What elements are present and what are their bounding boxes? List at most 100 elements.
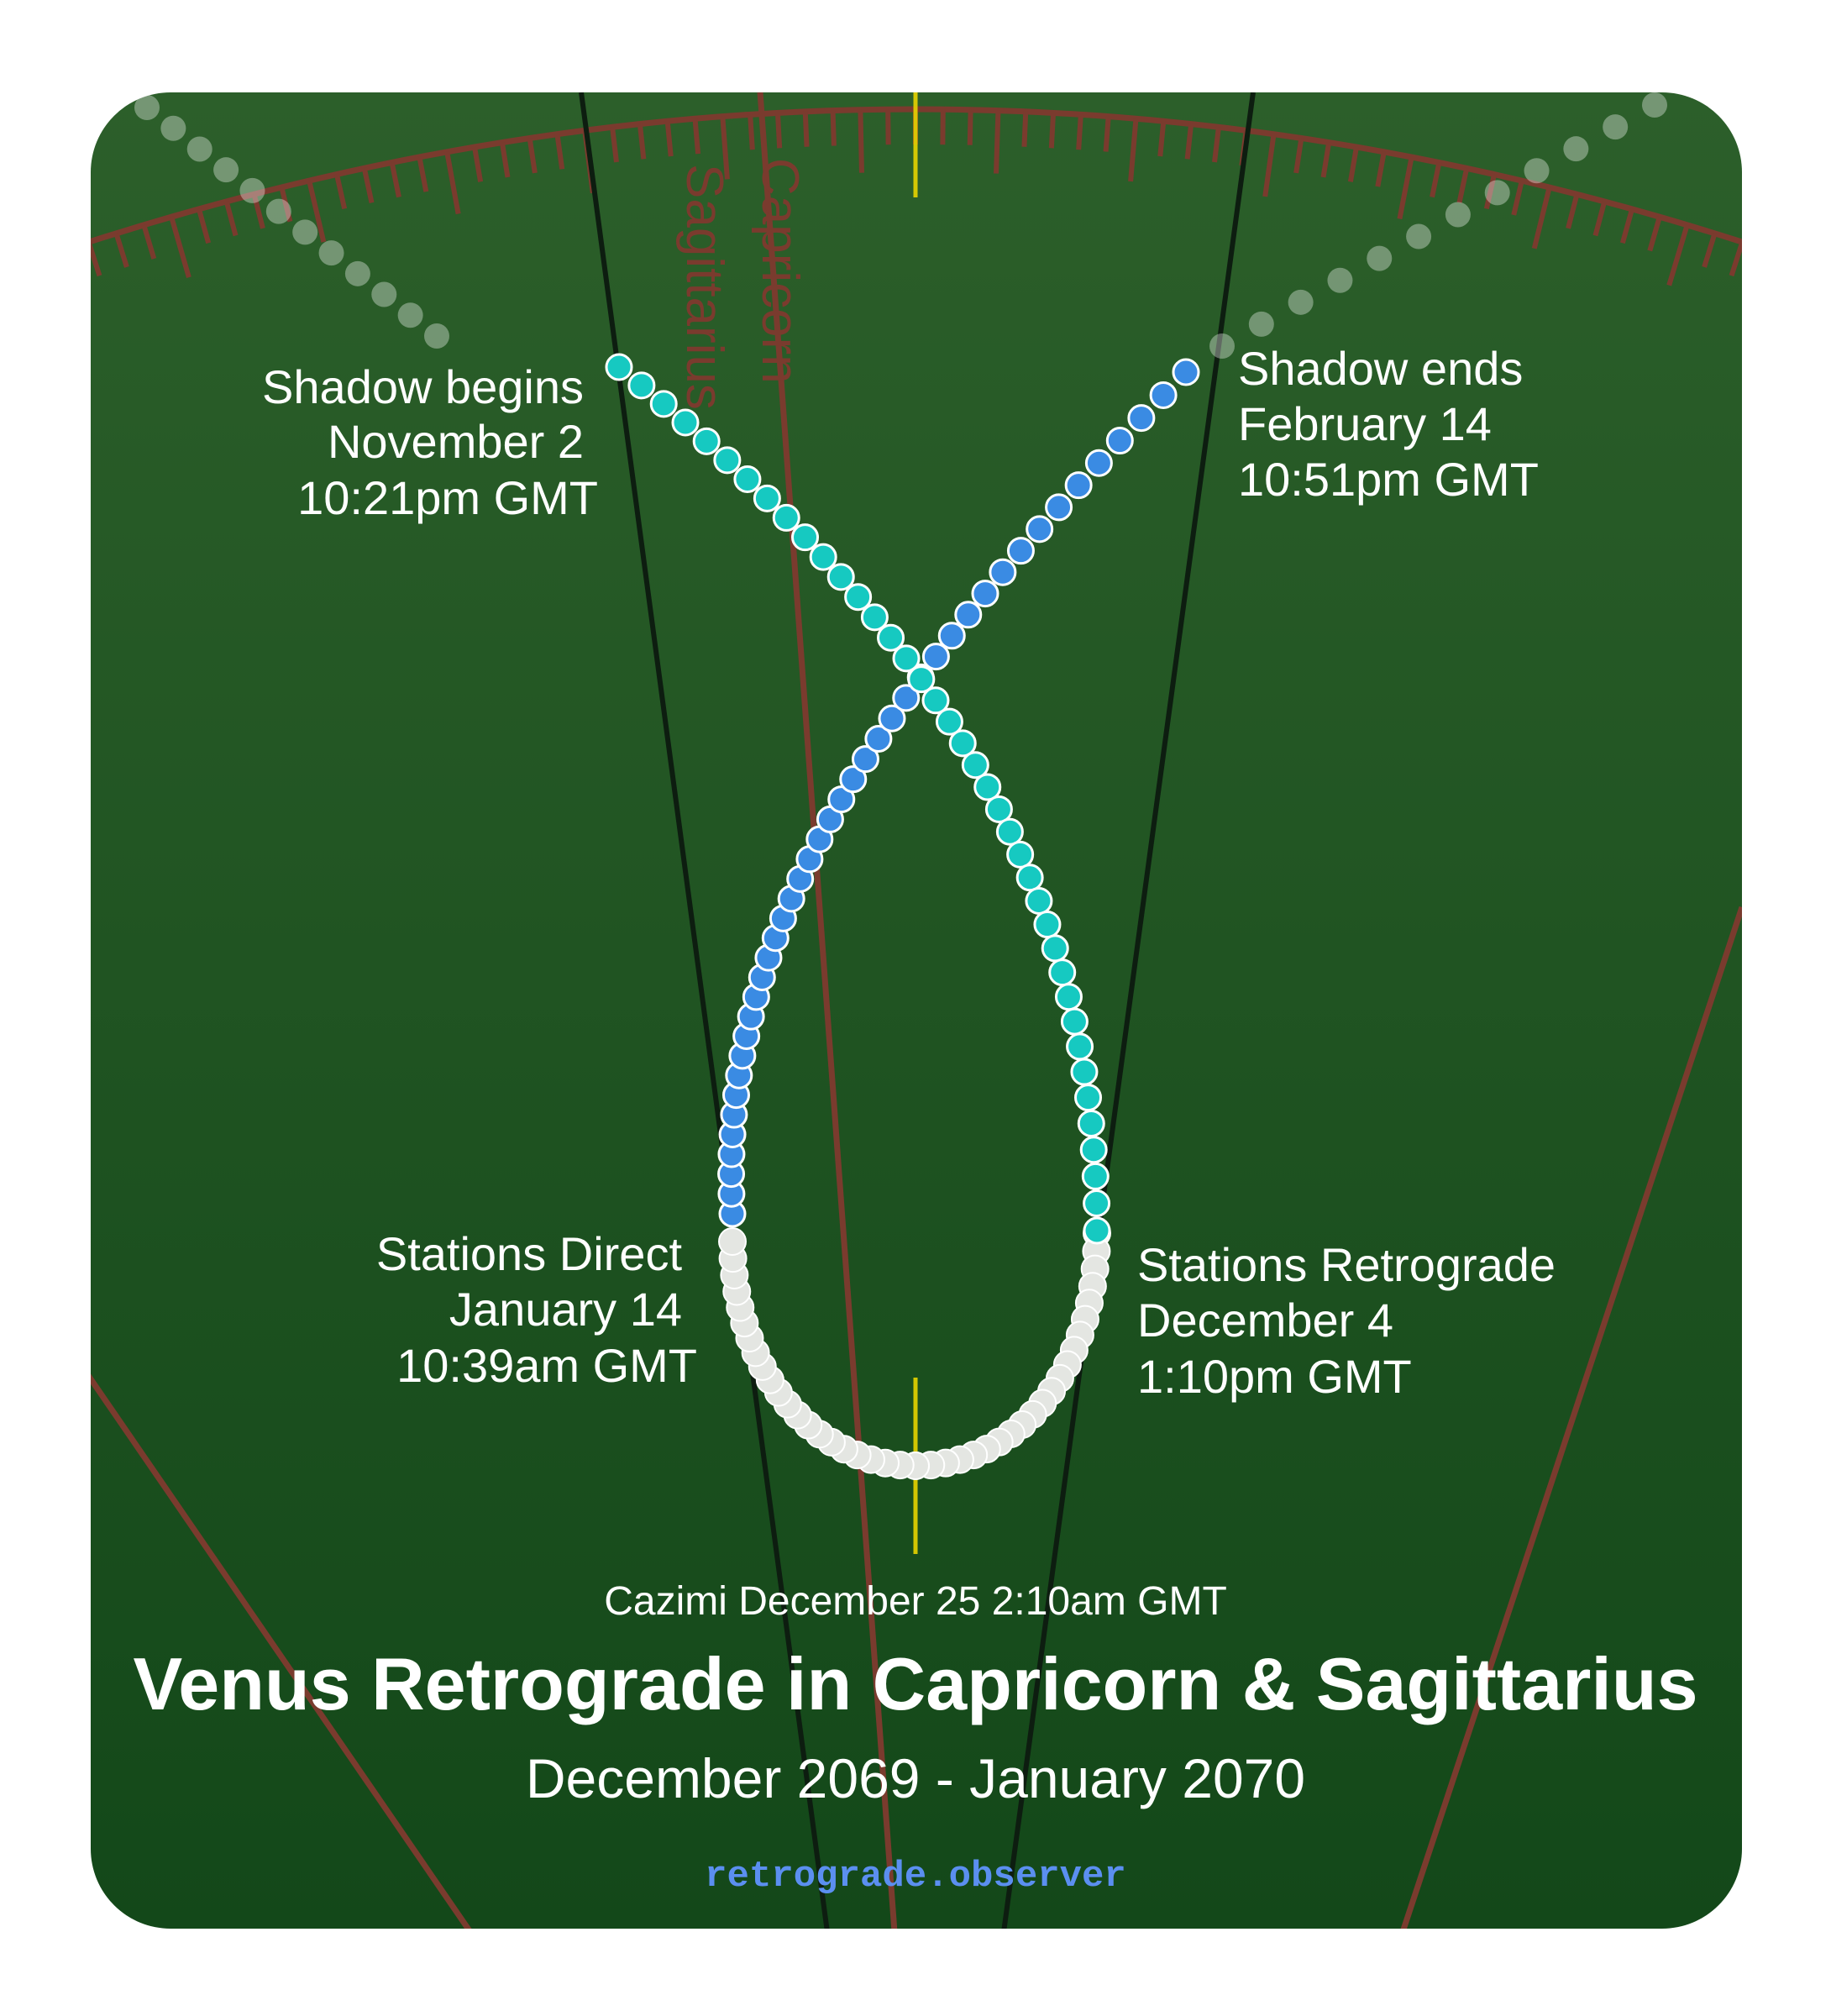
retrograde-path <box>718 1219 1111 1480</box>
venus-path-dot <box>791 523 820 552</box>
zodiac-tick <box>389 161 401 198</box>
sign-label-capricorn: Capricorn <box>751 158 809 384</box>
zodiac-tick <box>1456 167 1470 204</box>
venus-path-dot <box>1079 1136 1108 1164</box>
venus-path-dot <box>877 623 905 652</box>
label-stations-retrograde: Stations Retrograde December 4 1:10pm GM… <box>1137 1238 1556 1403</box>
zodiac-tick <box>1430 161 1442 198</box>
zodiac-tick <box>361 167 375 204</box>
venus-path-dot <box>1563 136 1589 162</box>
venus-path-dot <box>989 558 1017 586</box>
venus-path-dot <box>713 446 742 475</box>
zodiac-tick <box>251 193 265 229</box>
venus-path-dot <box>935 707 963 736</box>
venus-path-dot <box>160 115 186 141</box>
card-background <box>91 92 1742 1929</box>
zodiac-tick <box>223 201 239 237</box>
venus-path-dot <box>892 684 921 712</box>
venus-path-dot <box>692 427 721 455</box>
zodiac-tick <box>499 142 511 178</box>
venus-path-dot <box>973 773 1002 801</box>
zodiac-tick <box>1021 111 1029 147</box>
zodiac-tick <box>1483 173 1497 210</box>
zodiac-tick <box>830 110 837 146</box>
zodiac-tick <box>61 251 72 285</box>
shadow-ends-time: 10:51pm GMT <box>1238 453 1539 506</box>
zodiac-tick <box>967 109 973 145</box>
zodiac-tick <box>472 146 484 182</box>
label-shadow-ends: Shadow ends February 14 10:51pm GMT <box>1238 342 1539 506</box>
venus-path-dot <box>1209 333 1235 359</box>
stations-retrograde-title: Stations Retrograde <box>1137 1238 1556 1291</box>
venus-path-dot <box>1288 289 1314 315</box>
venus-path-dot <box>1006 840 1035 869</box>
zodiac-tick <box>1531 186 1552 249</box>
venus-path-dot <box>753 484 781 512</box>
venus-path-dot <box>844 583 873 612</box>
zodiac-tick <box>1212 126 1221 163</box>
zodiac-tick <box>1375 151 1387 187</box>
venus-path-dot <box>826 563 855 591</box>
venus-path-dot <box>213 157 239 183</box>
shadow-begins-date: November 2 <box>328 415 584 468</box>
zodiac-tick <box>334 173 348 210</box>
zodiac-tick <box>527 138 538 174</box>
venus-path-dot <box>1484 180 1510 206</box>
zodiac-tick <box>444 151 461 215</box>
venus-path-dot <box>186 136 212 162</box>
shadow-ends-title: Shadow ends <box>1238 342 1523 395</box>
zodiac-tick <box>113 232 129 268</box>
venus-path-dot <box>864 725 893 753</box>
venus-path-dot <box>892 644 921 673</box>
venus-path-dot <box>1064 471 1093 500</box>
venus-path-dot <box>1172 358 1200 386</box>
venus-path-dot <box>1033 911 1062 939</box>
venus-path-dot <box>239 177 265 203</box>
zodiac-tick <box>692 118 701 155</box>
zodiac-tick <box>748 114 755 150</box>
venus-path-dot <box>878 704 906 732</box>
zodiac-tick <box>141 223 157 260</box>
zodiac-tick <box>1619 208 1635 244</box>
venus-path-dot <box>1060 1007 1089 1036</box>
label-shadow-begins: Shadow begins November 2 10:21pm GMT <box>262 360 598 524</box>
zodiac-tick <box>610 126 619 163</box>
venus-path-dot <box>1077 1109 1105 1137</box>
venus-path-dot <box>1248 311 1274 337</box>
footer-link[interactable]: retrograde.observer <box>705 1856 1126 1898</box>
pre-shadow-path <box>605 353 1111 1245</box>
venus-path-dot <box>1048 958 1077 987</box>
venus-path-dot <box>1127 404 1156 433</box>
venus-path-dot <box>1045 493 1073 522</box>
zodiac-tick <box>664 120 674 157</box>
venus-path-dot <box>1074 1084 1103 1112</box>
zodiac-tick <box>1759 251 1770 285</box>
zodiac-tick <box>1128 118 1139 182</box>
zodiac-tick <box>802 111 810 147</box>
venus-path-dot <box>1015 864 1044 892</box>
stations-retrograde-date: December 4 <box>1137 1294 1393 1347</box>
zodiac-tick <box>307 180 327 243</box>
zodiac-tick <box>169 216 191 279</box>
shadow-line-left <box>579 92 830 1929</box>
zodiac-tick <box>91 241 102 277</box>
stations-direct-time: 10:39am GMT <box>396 1339 697 1392</box>
venus-path-dot <box>827 785 856 814</box>
venus-path-dot <box>424 323 449 349</box>
sign-label-sagittarius: Sagittarius <box>675 164 733 410</box>
house-line-left <box>91 1368 473 1929</box>
page-subtitle: December 2069 - January 2070 <box>526 1747 1305 1809</box>
venus-path-dot <box>921 686 950 715</box>
venus-path-dot <box>1041 934 1069 963</box>
zodiac-tick <box>1320 142 1332 178</box>
zodiac-tick <box>1293 138 1304 174</box>
venus-path-dot <box>1066 1032 1094 1061</box>
venus-path-dot <box>1084 449 1113 477</box>
zodiac-tick <box>196 208 212 244</box>
venus-path-dot <box>995 817 1024 846</box>
venus-path-dot <box>718 1227 747 1256</box>
venus-path-dot <box>1327 267 1353 293</box>
venus-path-dot <box>1642 92 1667 118</box>
shadow-ends-date: February 14 <box>1238 397 1492 450</box>
